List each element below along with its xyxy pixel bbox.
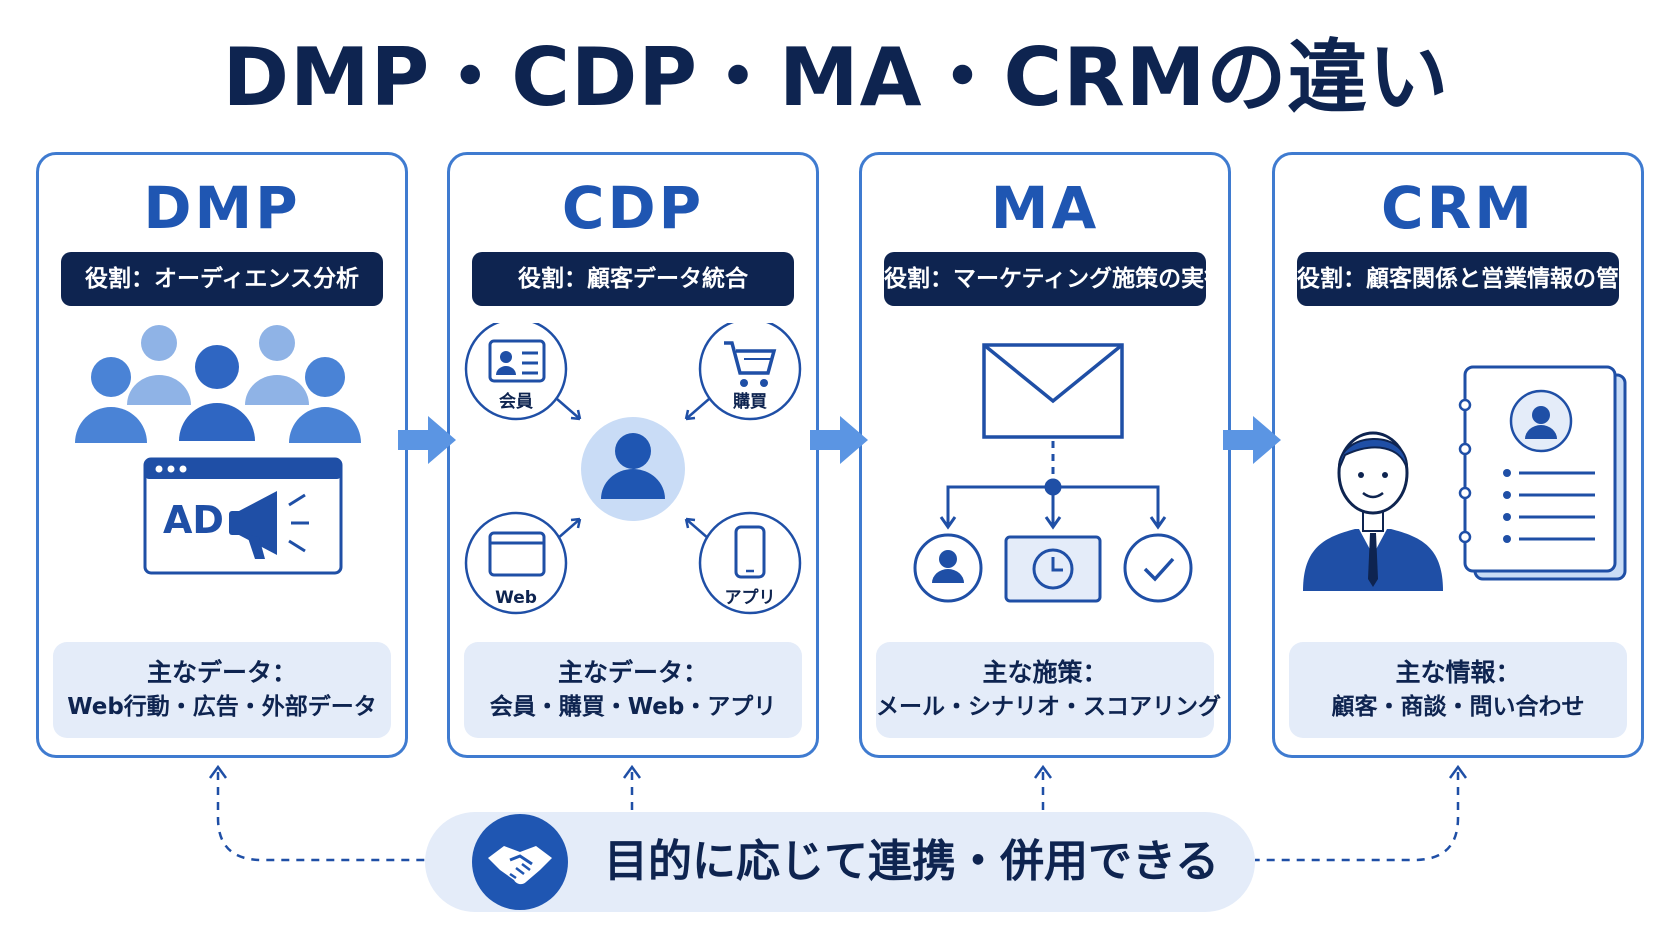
- crm-illustration: [1303, 365, 1627, 591]
- card-cdp: CDP 役割：顧客データ統合 会員 購買: [447, 152, 819, 758]
- data-values: 会員・購買・Web・アプリ: [489, 694, 777, 720]
- data-values: Web行動・広告・外部データ: [67, 694, 377, 720]
- measures-values: メール・シナリオ・スコアリング: [876, 694, 1221, 720]
- measures-box: 主な施策： メール・シナリオ・スコアリング: [876, 642, 1221, 738]
- handshake-icon: [472, 814, 568, 910]
- megaphone-icon: [229, 491, 309, 559]
- role-badge: 役割：マーケティング施策の実行: [884, 252, 1206, 306]
- people-group-icon: [75, 325, 361, 443]
- clock-icon: [1004, 535, 1102, 603]
- card-crm: CRM 役割：顧客関係と営業情報の管理 主な情報： 顧客・商談・問い合: [1272, 152, 1644, 758]
- source-label: Web: [495, 588, 537, 608]
- data-heading: 主なデータ：: [146, 658, 297, 687]
- ad-browser-icon: AD: [143, 457, 343, 575]
- bottom-text: 目的に応じて連携・併用できる: [604, 836, 1220, 887]
- role-badge: 役割：顧客データ統合: [472, 252, 794, 306]
- check-icon: [1123, 533, 1193, 603]
- businessman-icon: [1303, 431, 1443, 591]
- integration-illustration: 会員 購買 Web アプリ: [464, 323, 802, 615]
- flow-connector: [939, 441, 1167, 530]
- card-dmp: DMP 役割：オーディエンス分析 AD 主なデータ： Web行: [36, 152, 408, 758]
- user-icon: [913, 533, 983, 603]
- card-title: DMP: [143, 174, 301, 242]
- data-box: 主なデータ： Web行動・広告・外部データ: [53, 642, 391, 738]
- data-box: 主なデータ： 会員・購買・Web・アプリ: [464, 642, 802, 738]
- source-label: 購買: [733, 391, 767, 412]
- info-values: 顧客・商談・問い合わせ: [1331, 694, 1585, 720]
- arrow-right-icon: [1223, 416, 1281, 464]
- contact-notebook-icon: [1458, 365, 1627, 581]
- ad-label: AD: [163, 498, 224, 542]
- source-label: 会員: [499, 391, 533, 412]
- source-label: アプリ: [725, 587, 776, 608]
- role-badge: 役割：顧客関係と営業情報の管理: [1297, 252, 1619, 306]
- arrow-right-icon: [398, 416, 456, 464]
- customer-hub-icon: [581, 417, 685, 521]
- card-title: CRM: [1381, 174, 1535, 242]
- data-heading: 主なデータ：: [557, 658, 708, 687]
- shopping-cart-icon: 購買: [698, 323, 802, 421]
- automation-illustration: [913, 343, 1193, 603]
- measures-heading: 主な施策：: [982, 658, 1108, 687]
- envelope-icon: [982, 343, 1124, 439]
- card-title: MA: [990, 174, 1100, 242]
- info-heading: 主な情報：: [1395, 658, 1521, 687]
- role-badge: 役割：オーディエンス分析: [61, 252, 383, 306]
- web-browser-icon: Web: [464, 511, 568, 615]
- info-box: 主な情報： 顧客・商談・問い合わせ: [1289, 642, 1627, 738]
- audience-illustration: AD: [75, 325, 361, 575]
- card-title: CDP: [561, 174, 705, 242]
- arrow-right-icon: [810, 416, 868, 464]
- member-card-icon: 会員: [464, 323, 568, 421]
- smartphone-icon: アプリ: [698, 511, 802, 615]
- card-ma: MA 役割：マーケティング施策の実行 主な施策： メール・シナリオ: [859, 152, 1231, 758]
- page-title: DMP・CDP・MA・CRMの違い: [222, 31, 1450, 124]
